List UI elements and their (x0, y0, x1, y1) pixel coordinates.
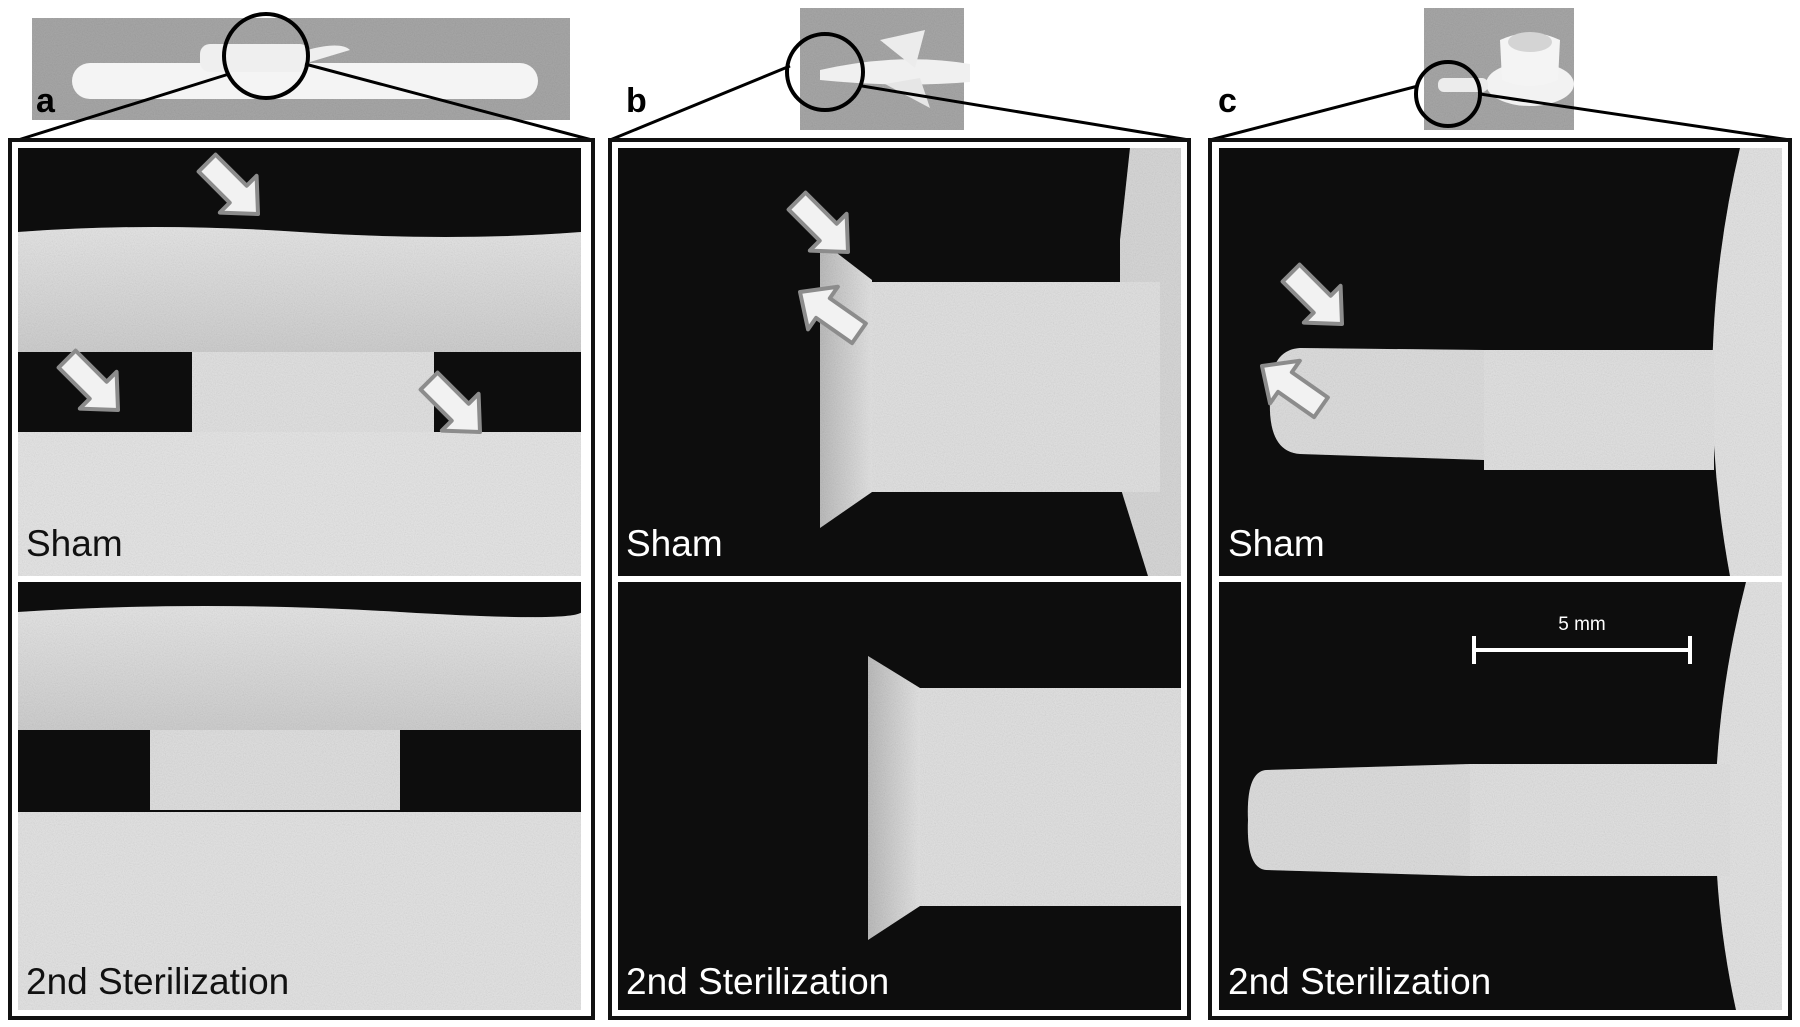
callout-line (304, 62, 593, 142)
callout-line (1479, 92, 1791, 142)
micrograph-sham (618, 148, 1181, 576)
caption-sterilized: 2nd Sterilization (626, 961, 889, 1002)
micrograph-sterilized (618, 582, 1181, 1010)
micrograph-sterilized (1219, 582, 1782, 1010)
thumbnail-a (32, 12, 570, 120)
panel-c: c Sham 5 mm 2nd S (1208, 8, 1792, 1020)
micrograph-sham (1219, 148, 1782, 576)
panel-a: a Sham 2nd S (8, 12, 595, 1020)
micrograph-sterilized (18, 582, 581, 1010)
callout-line (17, 72, 230, 142)
zoom-circle (222, 12, 310, 100)
scale-bar: 5 mm (1472, 614, 1692, 664)
caption-sham: Sham (26, 523, 123, 564)
arrow-pointer-icon (786, 190, 850, 254)
panel-b: b Sham 2nd Sterilization (608, 8, 1191, 1020)
arrow-pointer-icon (1260, 358, 1330, 420)
caption-sterilized: 2nd Sterilization (1228, 961, 1491, 1002)
arrow-pointer-icon (1280, 262, 1344, 326)
arrow-pointer-icon (798, 284, 868, 346)
scale-bar-label: 5 mm (1558, 614, 1606, 635)
callout-line (861, 84, 1190, 142)
panel-label: a (36, 82, 56, 120)
thumbnail-c (1414, 8, 1574, 130)
arrow-pointer-icon (56, 348, 120, 412)
arrow-pointer-icon (196, 152, 260, 216)
caption-sham: Sham (626, 523, 723, 564)
panel-label: b (626, 82, 647, 120)
micrograph-sham (18, 148, 581, 576)
arrow-pointer-icon (418, 370, 482, 434)
panel-label: c (1218, 82, 1237, 120)
callout-line (1209, 84, 1419, 142)
callout-line (609, 64, 791, 142)
caption-sterilized: 2nd Sterilization (26, 961, 289, 1002)
caption-sham: Sham (1228, 523, 1325, 564)
zoom-circle (785, 32, 865, 112)
thumbnail-b (785, 8, 970, 130)
